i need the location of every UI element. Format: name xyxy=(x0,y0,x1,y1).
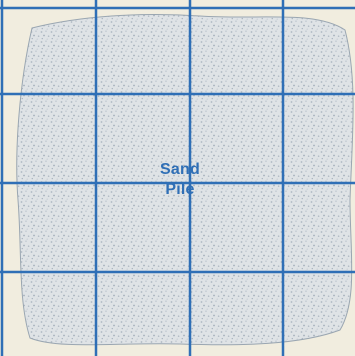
sand-pile-label: Sand Pile xyxy=(148,160,212,200)
sand-pile-label-line2: Pile xyxy=(148,180,212,200)
sand-pile-label-line1: Sand xyxy=(148,160,212,180)
